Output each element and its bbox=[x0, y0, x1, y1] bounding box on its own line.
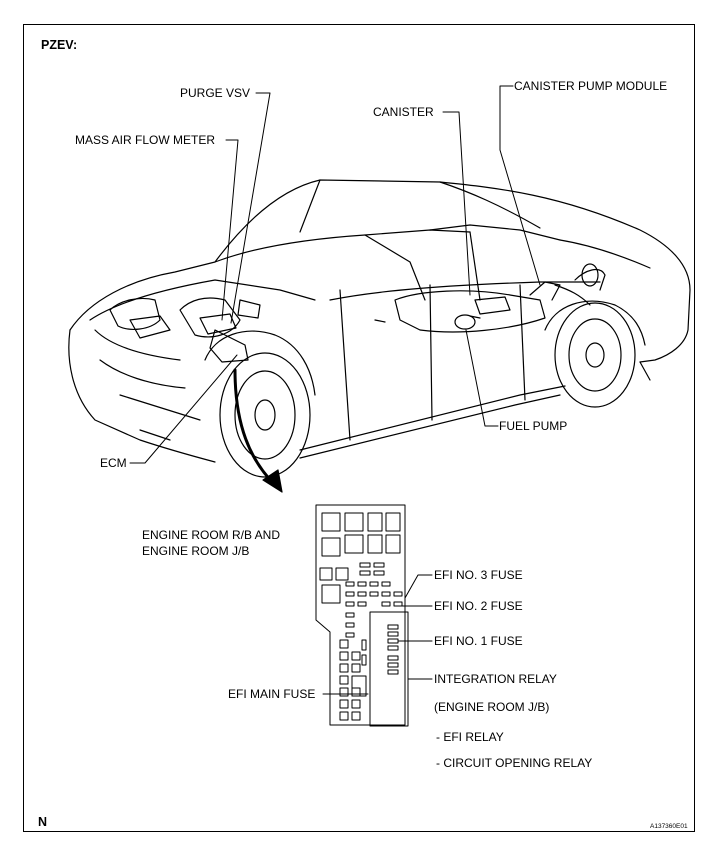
label-efi-no2-fuse: EFI NO. 2 FUSE bbox=[434, 599, 523, 613]
label-engine-room-jb-note: (ENGINE ROOM J/B) bbox=[434, 700, 550, 714]
leader-lines bbox=[129, 85, 541, 695]
label-engine-room-rb: ENGINE ROOM R/B AND bbox=[142, 528, 281, 542]
label-canister: CANISTER bbox=[373, 105, 434, 119]
label-efi-relay: - EFI RELAY bbox=[436, 730, 504, 744]
fuse-box bbox=[315, 504, 409, 727]
label-circuit-opening-relay: - CIRCUIT OPENING RELAY bbox=[436, 756, 593, 770]
label-canister-pump-module: CANISTER PUMP MODULE bbox=[514, 79, 668, 93]
pointer-arrow-head bbox=[262, 469, 283, 493]
label-ecm: ECM bbox=[100, 456, 127, 470]
label-efi-no1-fuse: EFI NO. 1 FUSE bbox=[434, 634, 523, 648]
figure-id: A137360E01 bbox=[650, 823, 688, 830]
label-purge-vsv: PURGE VSV bbox=[180, 86, 251, 100]
label-engine-room-jb: ENGINE ROOM J/B bbox=[142, 544, 250, 558]
diagram-frame bbox=[23, 24, 695, 832]
label-integration-relay: INTEGRATION RELAY bbox=[434, 672, 557, 686]
label-efi-no3-fuse: EFI NO. 3 FUSE bbox=[434, 568, 523, 582]
label-efi-main-fuse: EFI MAIN FUSE bbox=[228, 687, 316, 701]
car-illustration bbox=[68, 179, 691, 478]
label-mass-air-flow-meter: MASS AIR FLOW METER bbox=[75, 133, 216, 147]
variant-header: PZEV: bbox=[41, 38, 78, 52]
pointer-arrow bbox=[233, 368, 277, 487]
label-fuel-pump: FUEL PUMP bbox=[499, 419, 568, 433]
corner-mark: N bbox=[38, 815, 48, 829]
